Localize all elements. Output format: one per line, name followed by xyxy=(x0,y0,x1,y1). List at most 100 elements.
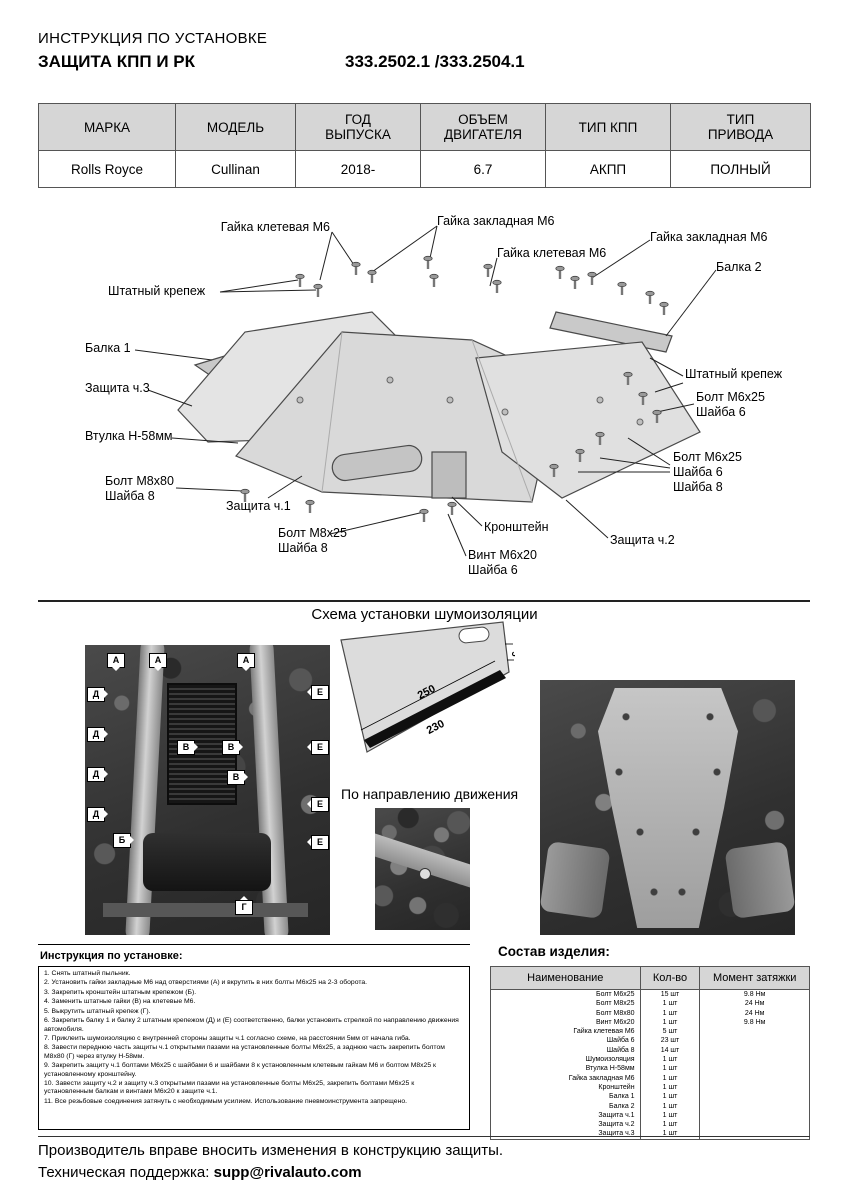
part-torque: 24 Нм xyxy=(699,1008,810,1018)
point-marker-e: Е xyxy=(307,740,329,755)
soundproofing-title: Схема установки шумоизоляции xyxy=(311,606,538,623)
callout-oem-fastener-left: Штатный крепеж xyxy=(108,284,206,298)
part-name: Кронштейн xyxy=(490,1082,641,1093)
part-qty: 14 шт xyxy=(639,1045,701,1056)
part-torque xyxy=(699,1092,810,1102)
direction-label: По направлению движения xyxy=(341,786,519,802)
point-marker-g: Г xyxy=(235,896,253,915)
part-row: Защита ч.2 1 шт xyxy=(490,1120,810,1130)
point-marker-v: В xyxy=(227,770,248,785)
instruction-step: 2. Установить гайки закладные М6 над отв… xyxy=(44,979,368,987)
point-marker-d: Д xyxy=(87,807,108,822)
doc-type-title: ИНСТРУКЦИЯ ПО УСТАНОВКЕ xyxy=(38,30,268,47)
spec-value-cell: 2018- xyxy=(295,150,421,188)
part-numbers: 333.2502.1 /333.2504.1 xyxy=(345,52,525,71)
part-row: Защита ч.3 1 шт xyxy=(490,1129,810,1140)
instructions-title: Инструкция по установке: xyxy=(40,950,183,962)
part-name: Гайка клетевая М6 xyxy=(490,1027,641,1037)
part-name: Защита ч.1 xyxy=(490,1110,641,1121)
parts-title: Состав изделия: xyxy=(498,944,610,959)
instruction-step: 7. Приклеить шумоизоляцию с внутренней с… xyxy=(44,1034,411,1042)
point-marker-v: В xyxy=(177,740,198,755)
part-torque xyxy=(699,1110,810,1121)
callout-screw-m6x20: Винт М6х20 Шайба 6 xyxy=(468,548,537,577)
exhaust-left xyxy=(540,841,611,919)
callout-slot-nut-m6-1: Гайка закладная М6 xyxy=(437,214,555,228)
part-name: Гайка закладная М6 xyxy=(490,1073,641,1083)
callout-bolt-m8x25: Болт М8х25 Шайба 8 xyxy=(278,526,347,555)
part-name: Шайба 8 xyxy=(490,1045,641,1056)
instruction-step: 3. Закрепить кронштейн штатным крепежом … xyxy=(44,988,197,996)
part-torque xyxy=(699,1129,810,1140)
exploded-view-diagram: Гайка клетевая М6 Гайка закладная М6 Гай… xyxy=(0,200,849,600)
spec-header-cell: ОБЪЕМ ДВИГАТЕЛЯ xyxy=(420,103,546,151)
spec-header-cell: МАРКА xyxy=(38,103,176,151)
callout-bracket: Кронштейн xyxy=(484,520,549,534)
part-row: Балка 2 1 шт xyxy=(490,1101,810,1111)
part-row: Шумоизоляция 1 шт xyxy=(490,1055,810,1065)
dim-230: 230 xyxy=(425,718,447,737)
part-qty: 1 шт xyxy=(639,1064,701,1074)
part-torque xyxy=(699,1073,810,1083)
instruction-step: 4. Заменить штатные гайки (В) на клетевы… xyxy=(44,998,196,1006)
part-name: Балка 1 xyxy=(490,1092,641,1102)
instruction-step: 5. Выкрутить штатный крепеж (Г). xyxy=(44,1007,151,1015)
part-torque xyxy=(699,1064,810,1074)
part-torque xyxy=(699,1055,810,1065)
instruction-step: 10. Завести защиту ч.2 и защиту ч.3 откр… xyxy=(44,1080,415,1096)
part-qty: 1 шт xyxy=(639,1101,701,1111)
part-qty: 1 шт xyxy=(639,1055,701,1065)
part-row: Кронштейн 1 шт xyxy=(490,1082,810,1093)
part-torque xyxy=(699,1101,810,1111)
part-row: Болт М8х80 1 шт 24 Нм xyxy=(490,1008,810,1018)
part-torque: 24 Нм xyxy=(699,999,810,1009)
point-marker-d: Д xyxy=(87,767,108,782)
part-name: Защита ч.3 xyxy=(490,1129,641,1140)
callout-slot-nut-m6-2: Гайка закладная М6 xyxy=(650,230,768,244)
spec-value-cell: АКПП xyxy=(545,150,671,188)
point-marker-b: Б xyxy=(113,833,134,848)
part-qty: 1 шт xyxy=(639,1129,701,1140)
part-torque: 9.8 Нм xyxy=(699,1017,810,1028)
part-name: Болт М8х25 xyxy=(490,999,641,1009)
part-qty: 1 шт xyxy=(639,1017,701,1028)
spec-value-cell: Rolls Royce xyxy=(38,150,176,188)
part-row: Болт М6х25 15 шт 9.8 Нм xyxy=(490,989,810,1000)
part-qty: 1 шт xyxy=(639,1082,701,1093)
point-marker-e: Е xyxy=(307,835,329,850)
part-name: Болт М8х80 xyxy=(490,1008,641,1018)
photo-direction-detail xyxy=(375,808,470,930)
instruction-step: 1. Снять штатный пыльник. xyxy=(44,970,131,977)
part-row: Втулка Н-58мм 1 шт xyxy=(490,1064,810,1074)
photo-underside-installed xyxy=(540,680,795,935)
part-name: Втулка Н-58мм xyxy=(490,1064,641,1074)
part-row: Балка 1 1 шт xyxy=(490,1092,810,1102)
part-qty: 23 шт xyxy=(639,1036,701,1046)
part-row: Гайка клетевая М6 5 шт xyxy=(490,1027,810,1037)
part-qty: 1 шт xyxy=(639,1008,701,1018)
point-marker-a: А xyxy=(149,653,167,671)
crossmember xyxy=(103,903,308,917)
callout-beam-1: Балка 1 xyxy=(85,341,131,355)
point-marker-e: Е xyxy=(307,797,329,812)
callout-bushing-h58: Втулка Н-58мм xyxy=(85,429,173,443)
part-name: Винт М6х20 xyxy=(490,1017,641,1028)
product-title: ЗАЩИТА КПП И РК xyxy=(38,52,195,71)
footer-support: Техническая поддержка: supp@rivalauto.co… xyxy=(38,1164,362,1181)
parts-header-cell: Кол-во xyxy=(639,966,701,990)
photo-underside-markers: А А А Д Д Д Д В В В Б Г Е Е Е Е xyxy=(85,645,330,935)
parts-body: Болт М6х25 15 шт 9.8 Нм Болт М8х25 1 шт … xyxy=(490,989,810,1140)
spec-header-cell: ГОД ВЫПУСКА xyxy=(295,103,421,151)
part-qty: 1 шт xyxy=(639,1073,701,1083)
spec-header-cell: МОДЕЛЬ xyxy=(175,103,296,151)
instruction-step: 8. Завести переднюю часть защиты ч.1 отк… xyxy=(44,1044,445,1060)
part-torque xyxy=(699,1045,810,1056)
point-marker-e: Е xyxy=(307,685,329,700)
part-torque xyxy=(699,1120,810,1130)
part-torque xyxy=(699,1082,810,1093)
instruction-step: 6. Закрепить балку 1 и балку 2 штатным к… xyxy=(44,1017,459,1033)
spec-value-cell: Cullinan xyxy=(175,150,296,188)
